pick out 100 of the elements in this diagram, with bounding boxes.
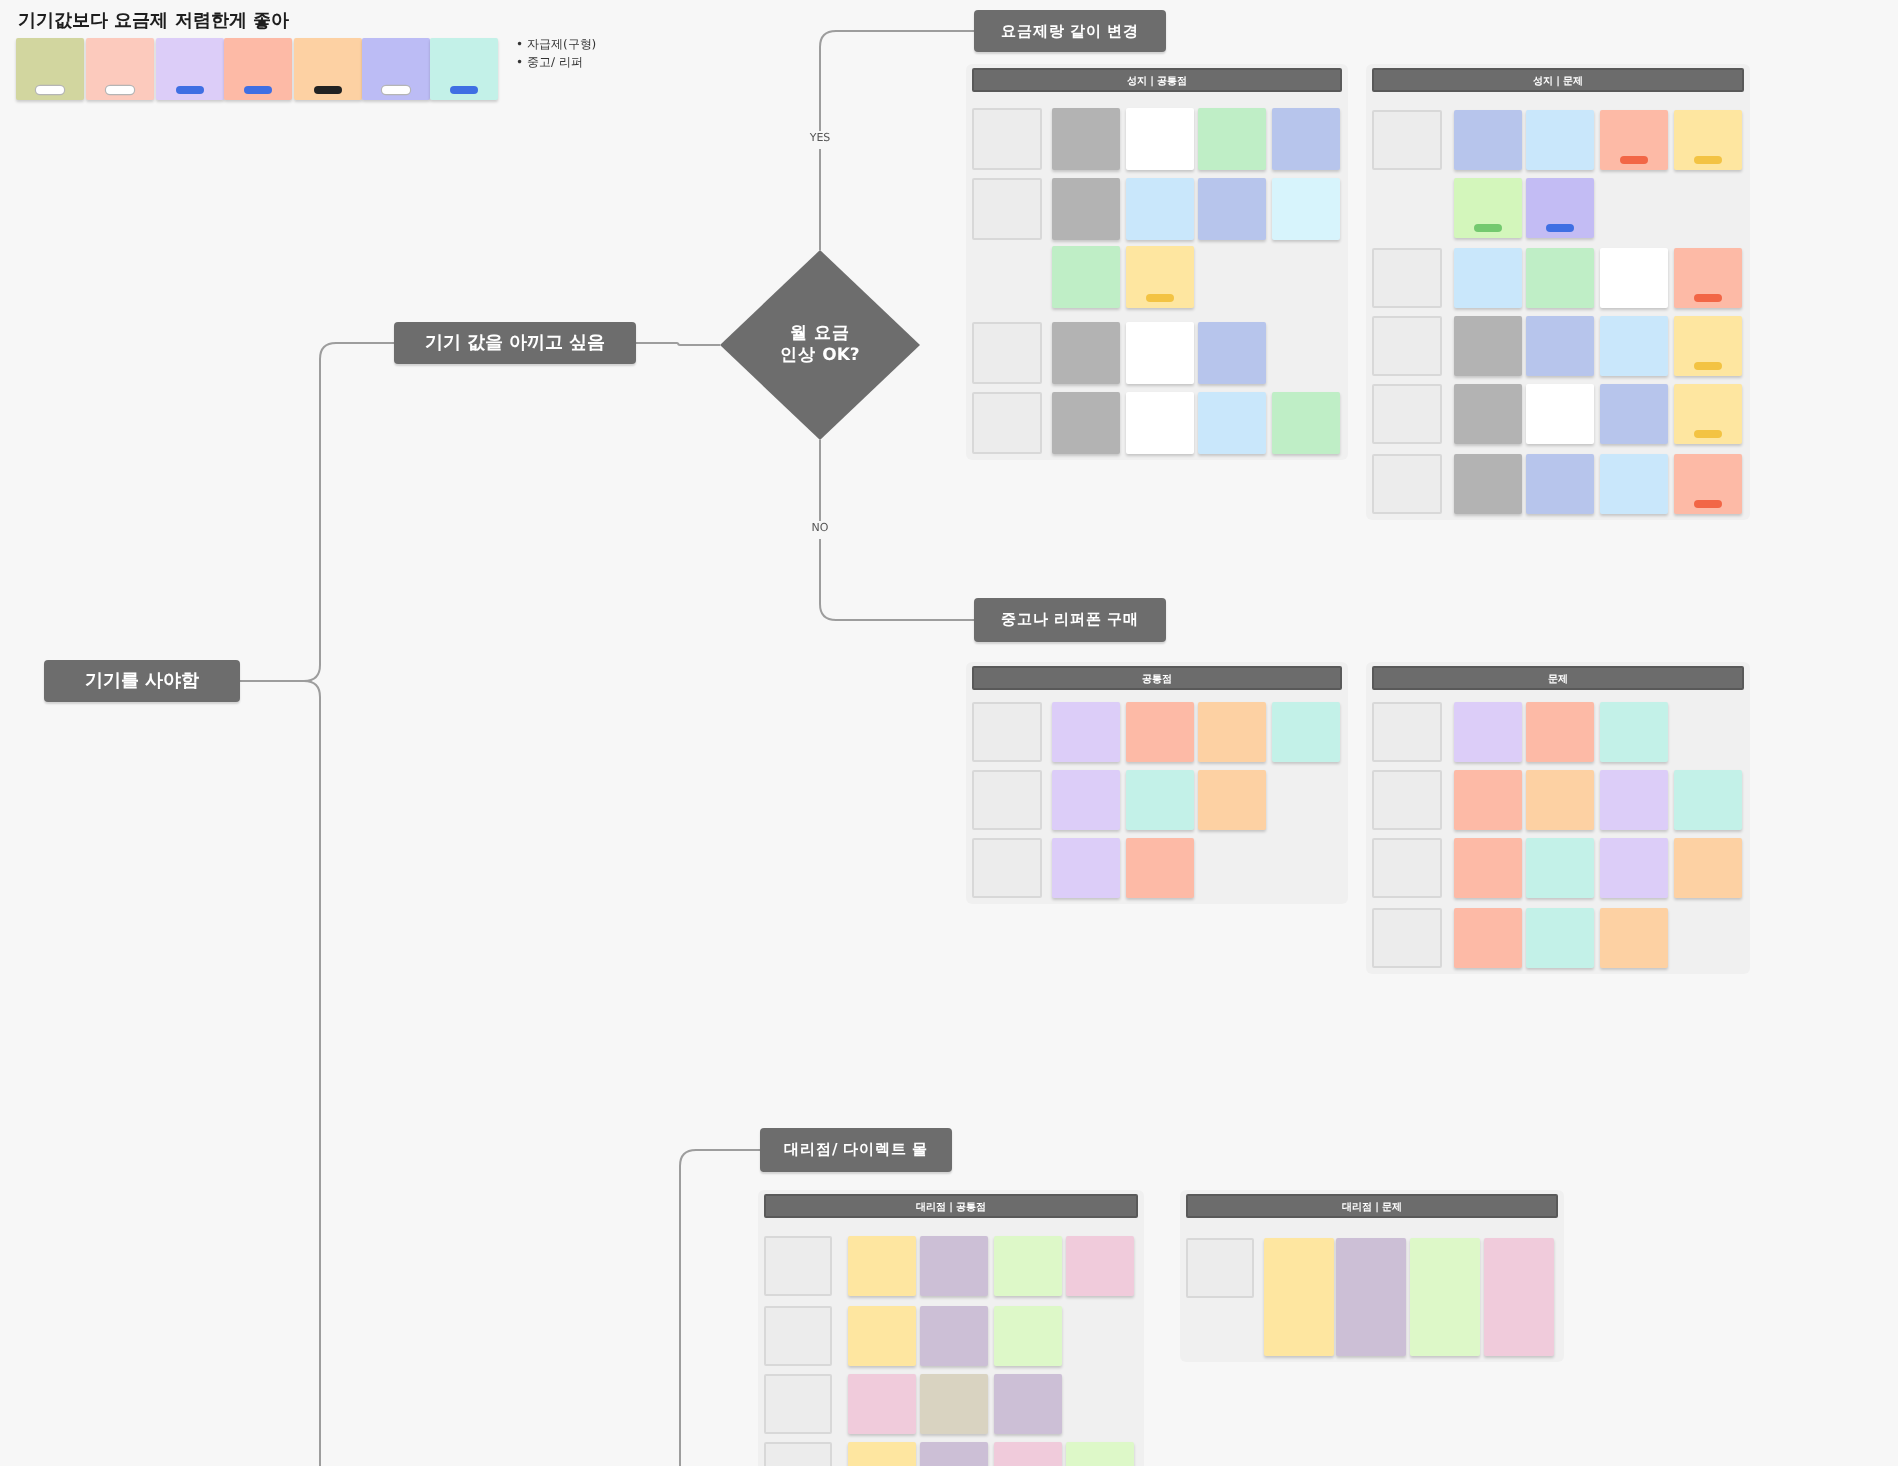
sticky-note — [1600, 316, 1668, 376]
sticky-note — [1198, 770, 1266, 830]
sticky-note — [1410, 1238, 1480, 1356]
sticky-note — [294, 38, 362, 100]
sticky-note — [1454, 316, 1522, 376]
sticky-note — [1484, 1238, 1554, 1356]
topic-box: 기기를 사야함 — [44, 660, 240, 702]
sticky-note — [1052, 322, 1120, 384]
row-label-card — [972, 108, 1042, 170]
row-label-card — [972, 702, 1042, 762]
sticky-note — [1336, 1238, 1406, 1356]
sticky-note — [1198, 108, 1266, 170]
row-label-card — [1372, 110, 1442, 170]
row-label-card — [1372, 384, 1442, 444]
sticky-note — [1126, 246, 1194, 308]
board-panel — [1366, 64, 1750, 520]
sticky-note — [1198, 392, 1266, 454]
sticky-note — [1674, 316, 1742, 376]
sticky-note — [1052, 838, 1120, 898]
sticky-note — [1600, 838, 1668, 898]
sticky-note — [1198, 702, 1266, 762]
connector-line — [819, 30, 975, 251]
sticky-note — [1526, 384, 1594, 444]
row-label-card — [1372, 454, 1442, 514]
sticky-note — [362, 38, 430, 100]
board-panel — [758, 1190, 1144, 1466]
row-label-card — [764, 1306, 832, 1366]
decision-text: 월 요금 인상 OK? — [778, 323, 862, 367]
connector-line — [239, 680, 305, 682]
sticky-note — [16, 38, 84, 100]
row-label-card — [1372, 702, 1442, 762]
sticky-note — [1264, 1238, 1334, 1356]
connector-line — [635, 342, 721, 346]
sticky-note — [1600, 248, 1668, 308]
sticky-note — [1052, 392, 1120, 454]
sticky-note — [1674, 770, 1742, 830]
sticky-note — [430, 38, 498, 100]
sticky-note — [1454, 110, 1522, 170]
sticky-note — [1126, 702, 1194, 762]
connector-line — [679, 1149, 761, 1466]
sticky-note — [1126, 322, 1194, 384]
sticky-note — [156, 38, 224, 100]
connector-line — [303, 680, 321, 1466]
sticky-note — [1052, 108, 1120, 170]
sticky-note — [1126, 770, 1194, 830]
sticky-note — [1674, 454, 1742, 514]
sticky-note — [1272, 392, 1340, 454]
connector-line — [819, 439, 975, 621]
sticky-note — [1526, 908, 1594, 968]
sticky-note — [86, 38, 154, 100]
sticky-note — [1454, 702, 1522, 762]
row-label-card — [1372, 838, 1442, 898]
sticky-note — [1272, 108, 1340, 170]
sticky-note — [920, 1306, 988, 1366]
sticky-note — [1052, 770, 1120, 830]
row-label-card — [1372, 248, 1442, 308]
sticky-note — [1526, 248, 1594, 308]
sticky-note — [994, 1236, 1062, 1296]
sticky-note — [1674, 110, 1742, 170]
row-label-card — [972, 770, 1042, 830]
sticky-note — [1600, 110, 1668, 170]
sticky-note — [994, 1374, 1062, 1434]
sticky-note — [1454, 838, 1522, 898]
sticky-note — [1526, 770, 1594, 830]
sticky-note — [1600, 908, 1668, 968]
sticky-note — [1126, 838, 1194, 898]
row-label-card — [764, 1374, 832, 1434]
row-label-card — [972, 838, 1042, 898]
sticky-note — [1052, 702, 1120, 762]
board-panel — [966, 662, 1348, 904]
row-label-card — [1372, 316, 1442, 376]
sticky-note — [1526, 316, 1594, 376]
sticky-note — [1600, 702, 1668, 762]
sticky-note — [848, 1306, 916, 1366]
sticky-note — [1066, 1236, 1134, 1296]
sticky-note — [1454, 908, 1522, 968]
sticky-note — [994, 1306, 1062, 1366]
sticky-note — [920, 1374, 988, 1434]
sticky-note — [1052, 178, 1120, 240]
sticky-note — [1454, 178, 1522, 238]
sticky-note — [1600, 454, 1668, 514]
board-panel — [1180, 1190, 1564, 1362]
sticky-note — [1454, 248, 1522, 308]
sticky-note — [1526, 454, 1594, 514]
sticky-note — [1600, 770, 1668, 830]
sticky-note — [1454, 384, 1522, 444]
row-label-card — [972, 178, 1042, 240]
sticky-note — [1126, 108, 1194, 170]
row-label-card — [972, 322, 1042, 384]
row-label-card — [1372, 908, 1442, 968]
sticky-note — [1526, 702, 1594, 762]
sticky-note — [1198, 178, 1266, 240]
sticky-note — [1674, 248, 1742, 308]
row-label-card — [1372, 770, 1442, 830]
connector-line — [303, 342, 395, 682]
sticky-note — [848, 1374, 916, 1434]
sticky-note — [1272, 178, 1340, 240]
sticky-note — [1600, 384, 1668, 444]
row-label-card — [764, 1236, 832, 1296]
sticky-note — [1126, 178, 1194, 240]
